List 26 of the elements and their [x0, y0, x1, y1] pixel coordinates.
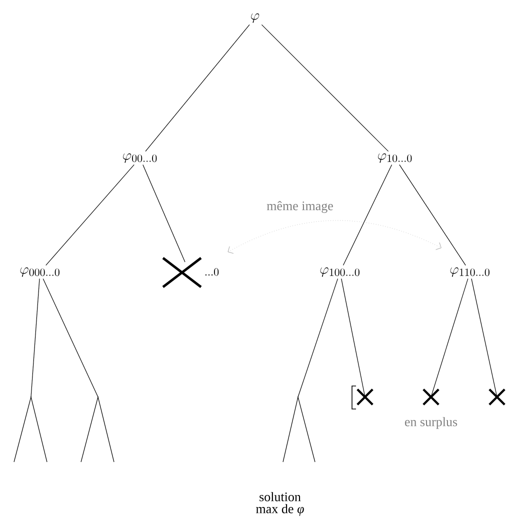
formula-label: $\varphi_{100\ldots0}$	[320, 267, 360, 277]
formula-label: $\varphi_{000\ldots0}$	[20, 267, 60, 277]
cross-mark	[422, 388, 440, 406]
formula-label: $\varphi$	[251, 13, 260, 23]
tree-line	[46, 164, 134, 266]
tree-line	[430, 278, 468, 398]
tree-line	[341, 278, 366, 398]
caption-text: solution max de φ	[256, 492, 304, 516]
tree-line	[142, 164, 186, 262]
cross-mark	[356, 388, 374, 406]
arrow	[228, 220, 442, 254]
tree-line	[42, 278, 98, 398]
tree-line	[399, 164, 466, 266]
tree-line	[471, 278, 498, 398]
formula-label: $\varphi_{00\ldots0}$	[123, 153, 157, 163]
tree-line	[30, 278, 40, 398]
note-text: en surplus	[404, 417, 458, 429]
tree-line	[261, 24, 389, 152]
formula-label: $\varphi_{110\ldots0}$	[450, 267, 490, 277]
tree-line	[145, 24, 250, 152]
tree-line	[342, 164, 392, 266]
formula-label: ${}_{\ldots0}$	[205, 268, 219, 276]
formula-label: $\varphi_{10\ldots0}$	[378, 153, 412, 163]
tree-line	[298, 278, 338, 398]
edge-label: même image	[266, 200, 334, 214]
cross-mark	[488, 388, 506, 406]
